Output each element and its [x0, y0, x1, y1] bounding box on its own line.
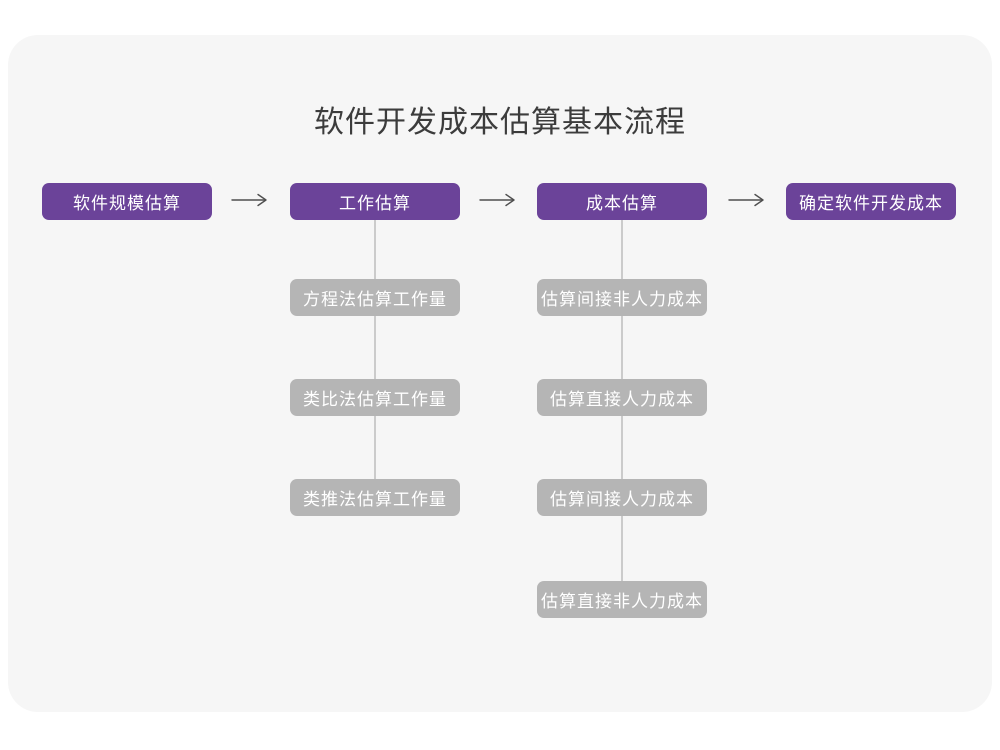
flow-step-cost-estimation: 成本估算	[537, 183, 707, 220]
sub-step-equation-method: 方程法估算工作量	[290, 279, 460, 316]
sub-step-direct-labor-cost: 估算直接人力成本	[537, 379, 707, 416]
vertical-connector-line	[374, 220, 376, 498]
sub-step-analogy-method: 类比法估算工作量	[290, 379, 460, 416]
arrow-right-icon	[231, 193, 267, 207]
arrow-right-icon	[728, 193, 764, 207]
flow-step-software-scale: 软件规模估算	[42, 183, 212, 220]
sub-step-direct-non-labor-cost: 估算直接非人力成本	[537, 581, 707, 618]
sub-step-indirect-labor-cost: 估算间接人力成本	[537, 479, 707, 516]
sub-step-indirect-non-labor-cost: 估算间接非人力成本	[537, 279, 707, 316]
flow-step-determine-cost: 确定软件开发成本	[786, 183, 956, 220]
flow-step-work-estimation: 工作估算	[290, 183, 460, 220]
diagram-title: 软件开发成本估算基本流程	[314, 106, 686, 139]
canvas-card	[8, 35, 992, 712]
sub-step-extrapolation-method: 类推法估算工作量	[290, 479, 460, 516]
arrow-right-icon	[479, 193, 515, 207]
